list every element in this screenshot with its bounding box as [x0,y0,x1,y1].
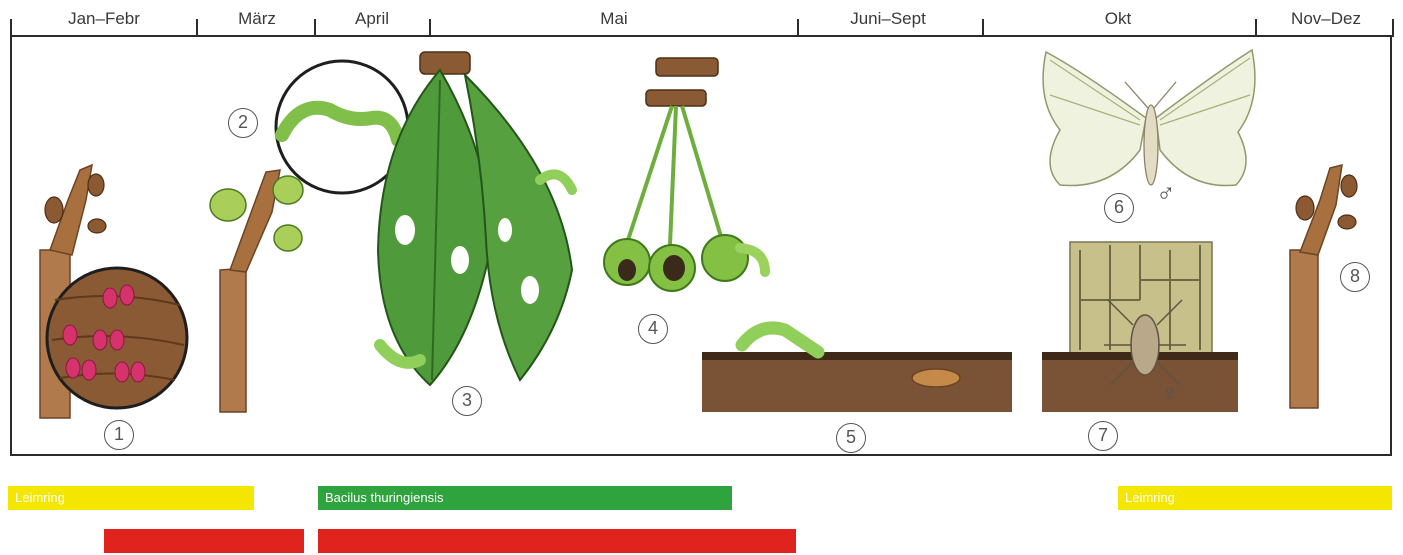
stage-number: 5 [836,423,866,453]
soil-caterpillar-pupa-illustration [702,328,1012,412]
red-treatment-bar [318,529,796,553]
stage-number: 3 [452,386,482,416]
leimring-bar-late: Leimring [1118,486,1392,510]
stage-number: 1 [104,420,134,450]
leimring-bar: Leimring [8,486,254,510]
bacillus-thuringiensis-bar: Bacilus thuringiensis [318,486,732,510]
male-symbol: ♂ [1156,180,1176,206]
moth-illustration [1043,50,1255,186]
stage-number: 6 [1104,193,1134,223]
female-symbol: ♀ [1160,380,1180,406]
twig-with-eggs-illustration [40,165,187,418]
lifecycle-illustration [0,0,1403,470]
stage-number: 4 [638,314,668,344]
bark-female-moth-illustration [1042,242,1238,412]
damaged-fruits-illustration [604,58,765,291]
stage-number: 8 [1340,262,1370,292]
red-treatment-bar [104,529,304,553]
stage-number: 2 [228,108,258,138]
eaten-leaves-illustration [378,52,572,385]
stage-number: 7 [1088,421,1118,451]
